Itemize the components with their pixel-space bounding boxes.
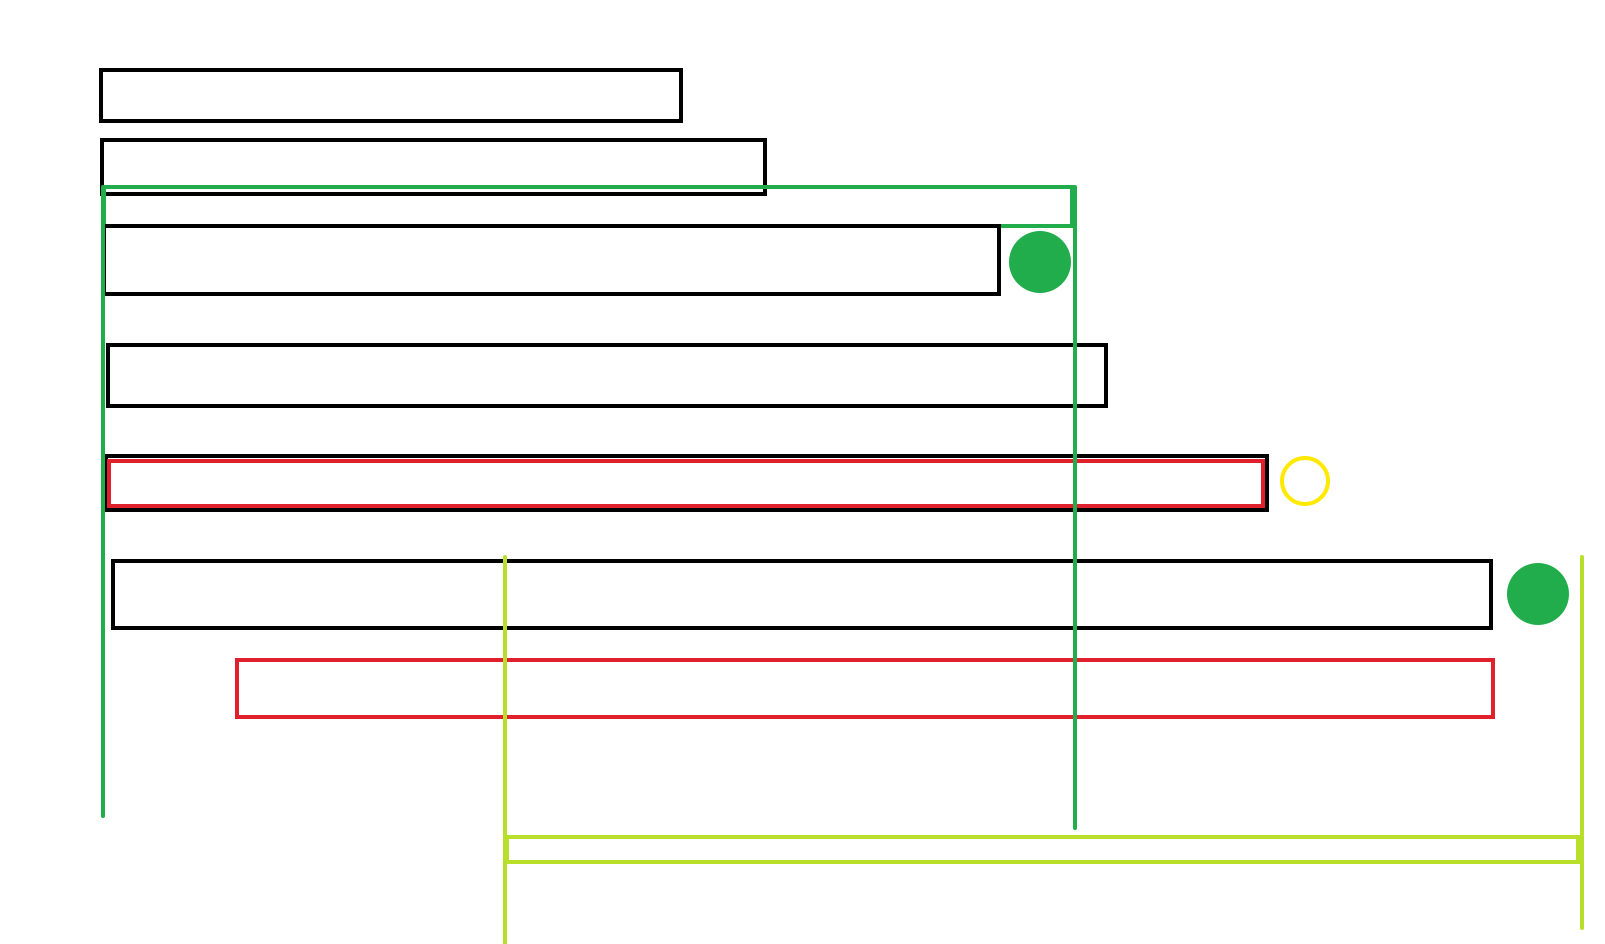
red-bar-2: [235, 658, 1495, 719]
red-bar-1: [107, 459, 1265, 508]
black-bar-6: [111, 559, 1493, 630]
black-bar-4: [106, 343, 1108, 408]
black-bar-2: [100, 138, 767, 196]
black-bar-1: [99, 68, 683, 123]
green-filled-dot-2: [1507, 563, 1569, 625]
yellow-hollow-dot: [1280, 456, 1330, 506]
black-bar-5: [104, 454, 1269, 512]
green-filled-dot-1: [1009, 231, 1071, 293]
